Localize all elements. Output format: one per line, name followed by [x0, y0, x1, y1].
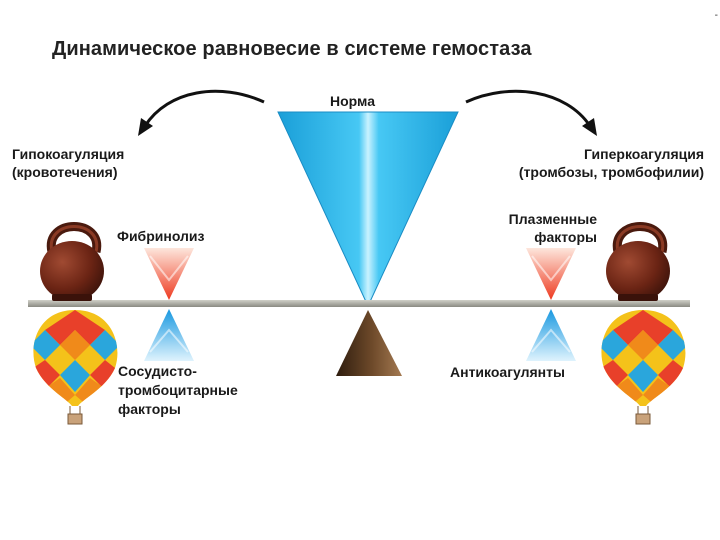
plasma-factors-label: Плазменные факторы [509, 210, 597, 246]
balance-beam [28, 300, 690, 307]
plasma-factors-line1: Плазменные [508, 211, 597, 227]
hot-air-balloon-icon [601, 310, 686, 425]
anticoagulants-label: Антикоагулянты [450, 364, 565, 380]
hypercoagulation-line1: Гиперкоагуляция [583, 146, 704, 162]
kettlebell-icon [606, 222, 670, 301]
fibrinolysis-label: Фибринолиз [117, 228, 205, 244]
vascular-platelet-factors-label: Сосудисто- тромбоцитарные факторы [118, 362, 238, 419]
up-arrow-right [526, 309, 576, 361]
hot-air-balloon-icon [33, 310, 118, 425]
hypercoagulation-line2: (тромбозы, тромбофилии) [518, 164, 704, 180]
corner-mark: - [714, 10, 718, 21]
down-arrow-right [526, 248, 576, 300]
up-arrow-left [144, 309, 194, 361]
hypocoagulation-line2: (кровотечения) [12, 164, 118, 180]
plasma-factors-line2: факторы [534, 229, 597, 245]
curved-arrow-icon [143, 89, 265, 127]
curved-arrow-icon [465, 89, 592, 127]
hypocoagulation-label: Гипокоагуляция (кровотечения) [12, 145, 124, 181]
page-title: Динамическое равновесие в системе гемост… [52, 38, 532, 60]
hypercoagulation-label: Гиперкоагуляция (тромбозы, тромбофилии) [519, 145, 704, 181]
norm-triangle [277, 111, 459, 308]
arrowhead-right [582, 118, 597, 136]
vascular-line3: факторы [118, 401, 181, 417]
fulcrum [336, 310, 402, 376]
arrowhead-left [138, 118, 153, 136]
vascular-line1: Сосудисто- [118, 363, 197, 379]
hypocoagulation-line1: Гипокоагуляция [12, 146, 125, 162]
norm-label: Норма [330, 93, 375, 109]
vascular-line2: тромбоцитарные [118, 382, 238, 398]
down-arrow-left [144, 248, 194, 300]
kettlebell-icon [40, 222, 104, 301]
